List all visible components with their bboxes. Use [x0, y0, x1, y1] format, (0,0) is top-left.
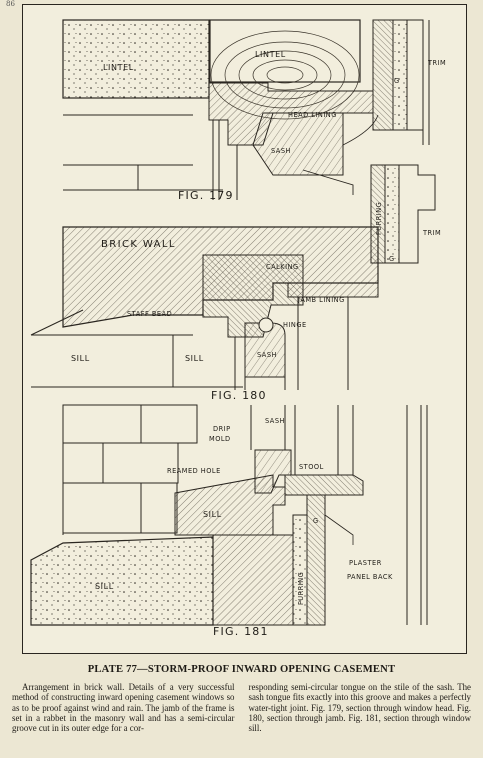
- body-text-col2: responding semi-circular tongue on the s…: [248, 682, 472, 734]
- fig180-title: FIG. 180: [211, 389, 267, 402]
- fig181-label-stool: STOOL: [299, 463, 324, 471]
- fig181-label-sash: SASH: [265, 417, 285, 425]
- fig180-label-brick-wall: BRICK WALL: [101, 239, 176, 250]
- fig181-label-reamed-hole: REAMED HOLE: [167, 467, 221, 475]
- fig180-label-staff-bead: STAFF BEAD: [127, 310, 172, 318]
- fig180-label-g: G: [389, 255, 395, 263]
- fig180-label-sill-left: SILL: [71, 354, 90, 363]
- fig181-label-sill-wood: SILL: [203, 510, 222, 519]
- fig181-label-drip-mold-2: MOLD: [209, 435, 231, 443]
- fig-180: [30, 164, 436, 390]
- fig180-label-sash: SASH: [257, 351, 277, 359]
- fig-181: [30, 404, 428, 626]
- fig-179: [62, 19, 430, 200]
- fig181-title: FIG. 181: [213, 625, 269, 638]
- fig181-label-g: G: [313, 517, 319, 525]
- fig181-label-sill-stone: SILL: [95, 582, 114, 591]
- fig179-label-head-lining: HEAD LINING: [288, 111, 337, 119]
- page-number: 86: [6, 0, 15, 8]
- fig181-label-plaster: PLASTER: [349, 559, 382, 567]
- fig180-label-trim: TRIM: [422, 229, 441, 237]
- fig181-label-drip-mold-1: DRIP: [213, 425, 231, 433]
- fig180-label-hinge: HINGE: [283, 321, 307, 329]
- fig179-label-trim: TRIM: [427, 59, 446, 67]
- fig179-title: FIG. 179: [178, 189, 234, 202]
- body-text-col1: Arrangement in brick wall. Details of a …: [12, 682, 235, 734]
- fig179-label-sash: SASH: [271, 147, 291, 155]
- fig179-label-g: G: [394, 77, 400, 85]
- body-text: Arrangement in brick wall. Details of a …: [12, 682, 471, 733]
- plate-svg: LINTEL LINTEL TRIM HEAD LINING SASH G FI…: [30, 19, 446, 638]
- fig180-label-jamb-lining: JAMB LINING: [297, 296, 345, 304]
- fig179-label-lintel-right: LINTEL: [255, 50, 286, 59]
- fig179-label-lintel-left: LINTEL: [103, 63, 134, 72]
- fig180-label-calking: CALKING: [266, 263, 299, 271]
- plate-drawing: LINTEL LINTEL TRIM HEAD LINING SASH G FI…: [22, 4, 467, 654]
- fig181-label-panel-back: PANEL BACK: [347, 573, 393, 581]
- fig180-label-sill-right: SILL: [185, 354, 204, 363]
- fig180-label-furring: FURRING: [375, 202, 383, 235]
- fig181-label-furring: FURRING: [297, 572, 305, 605]
- plate-caption: PLATE 77—STORM-PROOF INWARD OPENING CASE…: [87, 664, 396, 675]
